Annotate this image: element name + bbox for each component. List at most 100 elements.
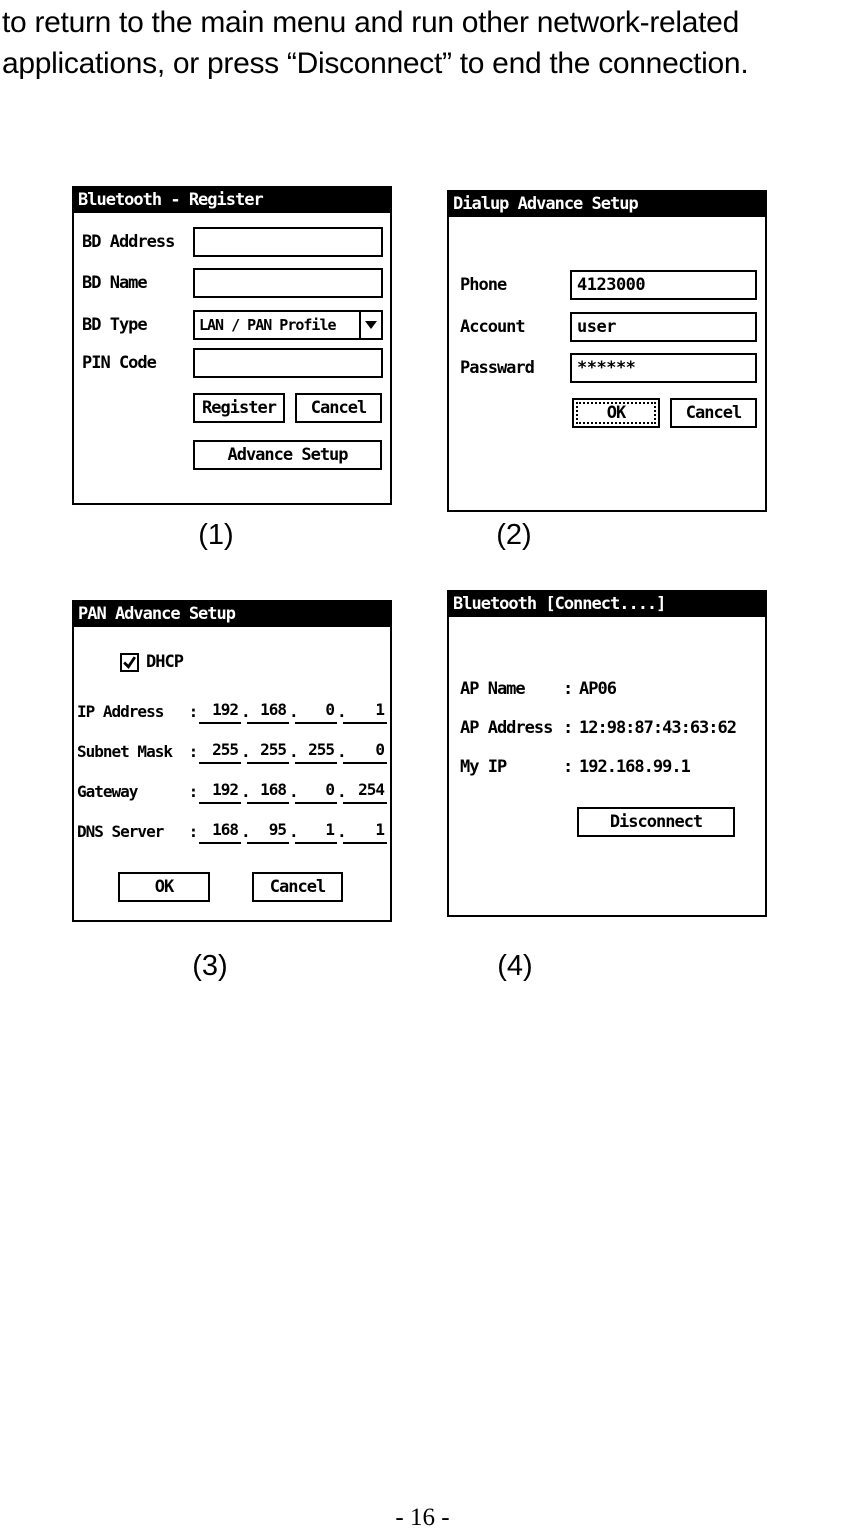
colon: : bbox=[563, 757, 573, 777]
password-input[interactable]: ****** bbox=[570, 353, 757, 383]
dhcp-label: DHCP bbox=[146, 652, 184, 672]
button-label: Cancel bbox=[269, 877, 326, 897]
octet-field[interactable]: 1 bbox=[343, 818, 387, 844]
my-ip-row: My IP : 192.168.99.1 bbox=[460, 756, 691, 778]
phone-input[interactable]: 4123000 bbox=[570, 270, 757, 300]
dot-separator: . bbox=[337, 782, 347, 801]
intro-line-1: to return to the main menu and run other… bbox=[2, 6, 739, 39]
dialog-title: Bluetooth [Connect....] bbox=[449, 592, 765, 617]
phone-label: Phone bbox=[460, 275, 507, 295]
bd-address-label: BD Address bbox=[82, 232, 175, 252]
dot-separator: . bbox=[337, 822, 347, 841]
dhcp-checkbox[interactable] bbox=[120, 652, 139, 672]
button-label: Cancel bbox=[685, 403, 742, 423]
row-label: Gateway bbox=[77, 782, 138, 801]
dialup-advance-setup-dialog: Dialup Advance Setup Phone 4123000 Accou… bbox=[447, 190, 767, 512]
dns-server-row: DNS Server : 168 . 95 . 1 . 1 bbox=[77, 818, 389, 844]
dialog-title: PAN Advance Setup bbox=[74, 602, 390, 627]
octet-field[interactable]: 255 bbox=[247, 738, 289, 764]
ok-button[interactable]: OK bbox=[572, 398, 660, 428]
ok-button[interactable]: OK bbox=[118, 872, 210, 902]
dropdown-arrow-icon[interactable] bbox=[359, 312, 381, 338]
pin-code-input[interactable] bbox=[193, 348, 383, 378]
button-label: Register bbox=[202, 398, 277, 418]
octet-field[interactable]: 192 bbox=[199, 698, 241, 724]
octet-field[interactable]: 1 bbox=[295, 818, 337, 844]
colon: : bbox=[563, 679, 573, 699]
dot-separator: . bbox=[289, 822, 299, 841]
octet-field[interactable]: 168 bbox=[247, 698, 289, 724]
figure-caption-2: (2) bbox=[496, 519, 532, 551]
dropdown-value: LAN / PAN Profile bbox=[199, 316, 337, 334]
figure-caption-1: (1) bbox=[198, 519, 234, 551]
dot-separator: . bbox=[289, 742, 299, 761]
row-label: DNS Server bbox=[77, 822, 164, 841]
octet-field[interactable]: 254 bbox=[343, 778, 387, 804]
button-label: Disconnect bbox=[609, 812, 703, 832]
octet-field[interactable]: 0 bbox=[295, 698, 337, 724]
cancel-button[interactable]: Cancel bbox=[295, 393, 382, 423]
bd-address-input[interactable] bbox=[193, 227, 383, 257]
colon: : bbox=[188, 742, 199, 761]
input-value: user bbox=[577, 317, 616, 337]
disconnect-button[interactable]: Disconnect bbox=[577, 807, 735, 837]
dot-separator: . bbox=[241, 702, 251, 721]
bd-name-label: BD Name bbox=[82, 273, 148, 293]
button-label: Cancel bbox=[310, 398, 367, 418]
bd-type-dropdown[interactable]: LAN / PAN Profile bbox=[193, 310, 383, 340]
bd-type-label: BD Type bbox=[82, 315, 148, 335]
intro-text: to return to the main menu and run other… bbox=[2, 2, 845, 84]
octet-field[interactable]: 168 bbox=[199, 818, 241, 844]
colon: : bbox=[188, 822, 199, 841]
button-label: Advance Setup bbox=[227, 445, 348, 465]
row-label: Subnet Mask bbox=[77, 742, 173, 761]
octet-field[interactable]: 168 bbox=[247, 778, 289, 804]
advance-setup-button[interactable]: Advance Setup bbox=[193, 440, 382, 470]
dot-separator: . bbox=[241, 822, 251, 841]
cancel-button[interactable]: Cancel bbox=[252, 872, 343, 902]
bluetooth-connect-dialog: Bluetooth [Connect....] AP Name : AP06 A… bbox=[447, 590, 767, 917]
input-value: ****** bbox=[577, 358, 636, 378]
row-label: AP Address bbox=[460, 718, 553, 738]
colon: : bbox=[563, 718, 573, 738]
dhcp-row: DHCP bbox=[120, 652, 184, 672]
input-value: 4123000 bbox=[577, 275, 646, 295]
cancel-button[interactable]: Cancel bbox=[670, 398, 757, 428]
dot-separator: . bbox=[337, 742, 347, 761]
dialog-title: Bluetooth - Register bbox=[74, 188, 390, 213]
ap-name-row: AP Name : AP06 bbox=[460, 678, 617, 700]
button-label: OK bbox=[606, 403, 627, 423]
octet-field[interactable]: 0 bbox=[343, 738, 387, 764]
octet-field[interactable]: 192 bbox=[199, 778, 241, 804]
dot-separator: . bbox=[289, 702, 299, 721]
account-input[interactable]: user bbox=[570, 312, 757, 342]
row-value: 192.168.99.1 bbox=[579, 757, 691, 777]
account-label: Account bbox=[460, 317, 526, 337]
octet-field[interactable]: 1 bbox=[343, 698, 387, 724]
row-value: 12:98:87:43:63:62 bbox=[579, 718, 737, 738]
colon: : bbox=[188, 702, 199, 721]
row-label: AP Name bbox=[460, 679, 526, 699]
octet-field[interactable]: 0 bbox=[295, 778, 337, 804]
register-button[interactable]: Register bbox=[193, 393, 285, 423]
pin-code-label: PIN Code bbox=[82, 353, 157, 373]
dialog-title: Dialup Advance Setup bbox=[449, 192, 765, 217]
button-label: OK bbox=[154, 877, 175, 897]
checkmark-icon bbox=[123, 655, 137, 669]
figure-caption-3: (3) bbox=[192, 950, 228, 982]
octet-field[interactable]: 95 bbox=[247, 818, 289, 844]
octet-field[interactable]: 255 bbox=[295, 738, 337, 764]
gateway-row: Gateway : 192 . 168 . 0 . 254 bbox=[77, 778, 389, 804]
intro-line-2: applications, or press “Disconnect” to e… bbox=[2, 47, 749, 80]
figure-caption-4: (4) bbox=[497, 950, 533, 982]
pan-advance-setup-dialog: PAN Advance Setup DHCP IP Address : 192 … bbox=[72, 600, 392, 922]
octet-field[interactable]: 255 bbox=[199, 738, 241, 764]
ip-address-row: IP Address : 192 . 168 . 0 . 1 bbox=[77, 698, 389, 724]
dot-separator: . bbox=[241, 742, 251, 761]
dot-separator: . bbox=[337, 702, 347, 721]
triangle-down-icon bbox=[365, 321, 377, 329]
ap-address-row: AP Address : 12:98:87:43:63:62 bbox=[460, 717, 737, 739]
bd-name-input[interactable] bbox=[193, 268, 383, 298]
bluetooth-register-dialog: Bluetooth - Register BD Address BD Name … bbox=[72, 186, 392, 505]
